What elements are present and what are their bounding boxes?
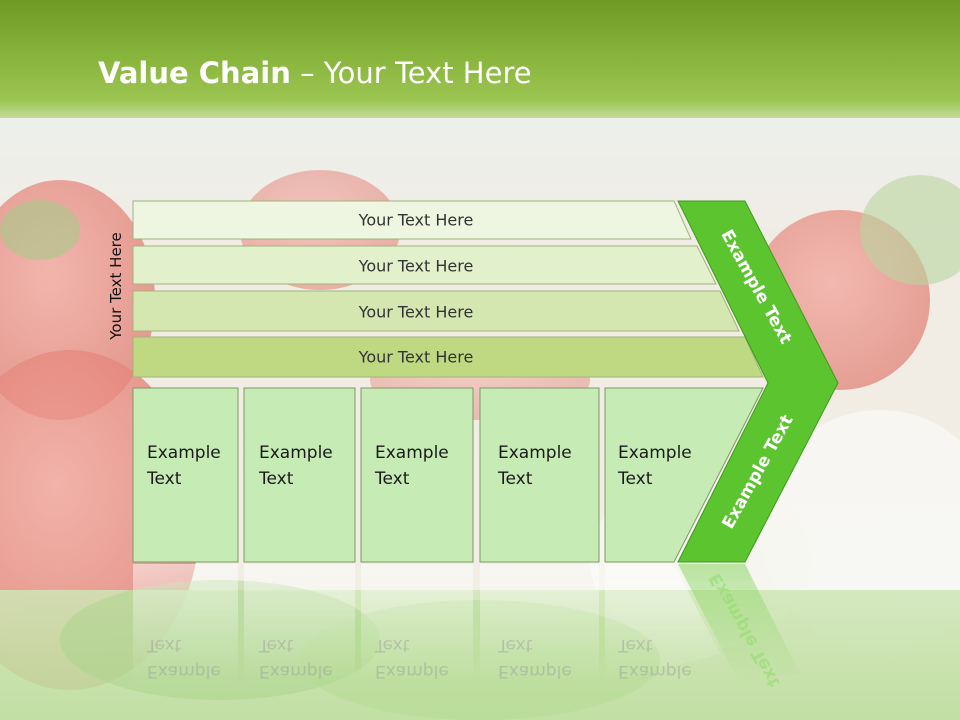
- box-5-refl-line2: Text: [618, 635, 653, 655]
- box-1-line2: Text: [147, 469, 182, 489]
- box-3-line1: Example: [375, 443, 449, 463]
- box-2: [243, 387, 356, 563]
- box-3-line2: Text: [375, 469, 410, 489]
- box-1-refl-line2: Text: [147, 635, 182, 655]
- band-1: [132, 200, 692, 240]
- band-4: [132, 336, 764, 378]
- box-4-refl-line1: Example: [498, 661, 572, 681]
- box-2-line2: Text: [259, 469, 294, 489]
- band-4-text: Your Text Here: [358, 347, 474, 367]
- box-3-reflection: Example Text: [375, 632, 449, 684]
- box-4-line1: Example: [498, 443, 572, 463]
- box-3-refl-line1: Example: [375, 661, 449, 681]
- box-5-refl-line1: Example: [618, 661, 692, 681]
- box-1-refl-line1: Example: [147, 661, 221, 681]
- box-4-reflection: Example Text: [498, 632, 572, 684]
- title-rest: – Your Text Here: [290, 56, 532, 90]
- band-2: [132, 245, 717, 285]
- box-2-line1: Example: [259, 443, 333, 463]
- box-4-line2: Text: [498, 469, 533, 489]
- page-title: Value Chain – Your Text Here: [98, 56, 532, 90]
- box-2-reflection: Example Text: [259, 632, 333, 684]
- band-3: [132, 290, 740, 332]
- box-5: [604, 387, 764, 563]
- box-4-refl-line2: Text: [498, 635, 533, 655]
- reflection: [133, 564, 800, 684]
- band-3-text: Your Text Here: [358, 302, 474, 322]
- band-1-text: Your Text Here: [358, 210, 474, 230]
- box-1: [132, 387, 239, 563]
- box-1-line1: Example: [147, 443, 221, 463]
- box-2-refl-line1: Example: [259, 661, 333, 681]
- box-3: [360, 387, 474, 563]
- title-bold: Value Chain: [98, 56, 291, 90]
- box-5-line2: Text: [618, 469, 653, 489]
- box-4: [479, 387, 600, 563]
- band-2-text: Your Text Here: [358, 256, 474, 276]
- header-bar: [0, 0, 960, 118]
- box-1-reflection: Example Text: [147, 632, 221, 684]
- box-3-refl-line2: Text: [375, 635, 410, 655]
- box-5-reflection: Example Text: [618, 632, 692, 684]
- box-2-refl-line2: Text: [259, 635, 294, 655]
- box-5-line1: Example: [618, 443, 692, 463]
- chevron-arrow: [677, 200, 839, 563]
